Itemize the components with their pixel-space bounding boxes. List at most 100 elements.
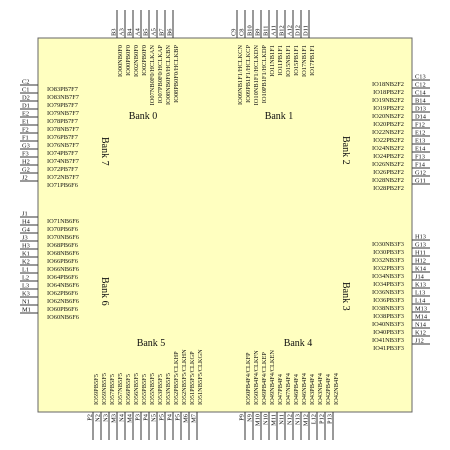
io-label: IO02NB0F0 (133, 45, 140, 77)
io-label: IO64NB6F6 (47, 282, 79, 289)
io-label: IO24NB2F2 (372, 145, 404, 152)
bottom-pin-group: P2IO59PB5F5N2IO59NB5F5N3IO57PB5F5M3IO57N… (87, 349, 340, 440)
io-label: IO71PB6F6 (47, 182, 78, 189)
ball-label: N14 (415, 322, 427, 329)
ball-label: H11 (415, 250, 426, 257)
io-label: IO59NB5F5 (101, 373, 108, 405)
ball-label: J1 (22, 211, 28, 218)
io-label: IO02PB0F0 (141, 45, 148, 76)
io-label: IO20NB2F2 (372, 113, 404, 120)
io-label: IO22NB2F2 (372, 129, 404, 136)
io-label: IO09PB1F1/HCLKCP (245, 45, 252, 103)
io-label: IO17NB1F1 (301, 45, 308, 77)
ball-label: J14 (415, 274, 425, 281)
bank-label-6: Bank 6 (99, 277, 110, 306)
ball-label: L2 (22, 275, 29, 282)
io-label: IO68NB6F6 (47, 250, 79, 257)
io-label: IO42NB4F4 (333, 372, 340, 405)
io-label: IO47PB4F4 (277, 373, 284, 405)
ball-label: N12 (287, 414, 294, 425)
io-label: IO41PB3F3 (373, 345, 404, 352)
ball-label: F3 (22, 151, 29, 158)
ball-label: N4 (119, 413, 126, 422)
ball-label: P2 (87, 414, 94, 421)
ball-label: K12 (415, 330, 426, 337)
ball-label: G12 (415, 170, 426, 177)
io-label: IO70PB6F6 (47, 226, 78, 233)
ball-label: L14 (415, 298, 426, 305)
io-label: IO42PB4F4 (325, 373, 332, 405)
io-label: IO62PB6F6 (47, 290, 78, 297)
ball-label: F13 (415, 154, 425, 161)
ball-label: P5 (159, 414, 166, 421)
ball-label: E2 (22, 111, 29, 118)
ball-label: A4 (135, 27, 142, 36)
bottom-pin-18: M11 IO47PB4F4 (271, 373, 284, 440)
ball-label: D13 (415, 106, 426, 113)
io-label: IO74PB7F7 (47, 150, 79, 157)
io-label: IO11PB1F1 (277, 45, 284, 76)
ball-label: H4 (22, 219, 31, 226)
io-label: IO36PB3F3 (373, 297, 404, 304)
io-label: IO18NB2F2 (372, 81, 404, 88)
ball-label: M11 (271, 414, 278, 426)
ball-label: N11 (279, 414, 286, 425)
ball-label: J12 (415, 338, 424, 345)
io-label: IO79PB7F7 (47, 102, 79, 109)
ball-label: L12 (311, 414, 318, 424)
io-label: IO34PB3F3 (373, 281, 404, 288)
top-pin-group: B3IO00NB0F0A3IO00PB0F0B4IO02NB0F0A4IO02P… (111, 10, 316, 105)
ball-label: P12 (319, 414, 326, 424)
ball-label: B10 (247, 25, 254, 36)
io-label: IO79NB7F7 (47, 110, 80, 117)
ball-label: N10 (263, 414, 270, 425)
ball-label: G2 (22, 167, 30, 174)
io-label: IO10PB1F1/HCLKDP (261, 45, 268, 104)
ball-label: G11 (415, 178, 426, 185)
ball-label: G13 (415, 242, 426, 249)
io-label: IO55NB5F5 (149, 373, 156, 405)
io-label: IO15PB1F1 (293, 45, 300, 76)
io-label: IO72NB7F7 (47, 174, 80, 181)
ball-label: M4 (127, 413, 134, 423)
ball-label: K3 (22, 291, 30, 298)
io-label: IO26PB2F2 (373, 169, 404, 176)
ball-label: M6 (183, 414, 190, 423)
io-label: IO60NB6F6 (47, 314, 79, 321)
ball-label: F2 (22, 127, 29, 134)
ball-label: D14 (415, 114, 427, 121)
io-label: IO59PB5F5 (93, 374, 100, 405)
ball-label: A5 (151, 28, 158, 36)
